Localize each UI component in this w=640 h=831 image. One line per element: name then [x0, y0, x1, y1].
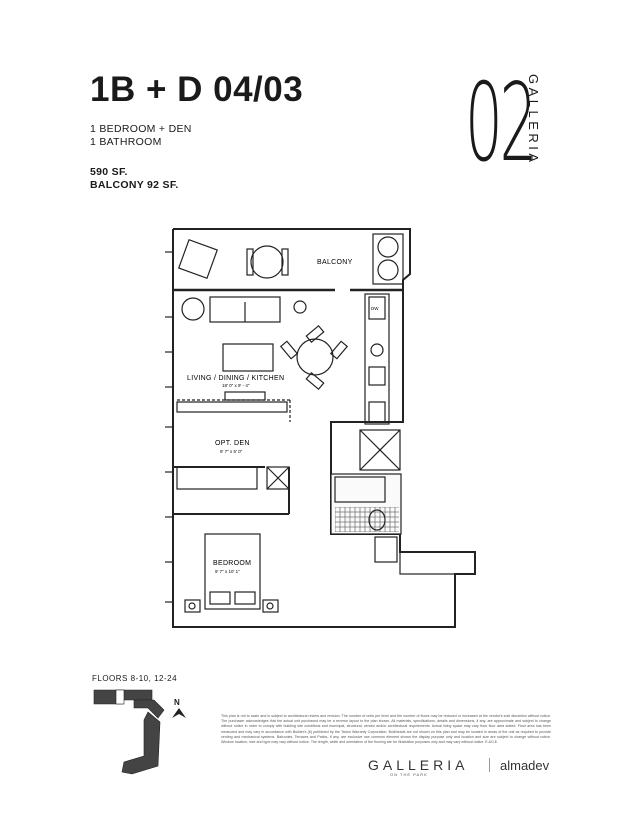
disclaimer-text: This plan is not to scale and is subject…: [221, 714, 551, 745]
room-dim-den: 9' 7" x 5' 0": [220, 449, 243, 454]
room-dim-living: 18' 0" x 9' - 4": [222, 383, 250, 388]
unit-bedrooms: 1 BEDROOM + DEN: [90, 123, 192, 135]
logo-developer: almadev: [500, 758, 550, 773]
unit-bathrooms: 1 BATHROOM: [90, 136, 162, 148]
north-arrow-icon: [172, 708, 186, 718]
room-label-den: OPT. DEN: [215, 440, 250, 447]
room-label-living: LIVING / DINING / KITCHEN: [187, 375, 284, 382]
brand-name-text: GALLERIA: [526, 74, 541, 166]
north-label: N: [174, 698, 180, 707]
floor-plan: BALCONY LIVING / DINING / KITCHEN 18' 0"…: [165, 228, 476, 628]
logo-galleria: GALLERIA: [368, 757, 469, 773]
unit-area: 590 SF.: [90, 166, 128, 178]
key-plan: [93, 689, 165, 775]
unit-title: 1B + D 04/03: [90, 70, 304, 109]
room-label-bedroom: BEDROOM: [213, 560, 251, 567]
brand-number: 02: [465, 61, 537, 186]
logo-galleria-sub: ON THE PARK: [390, 772, 428, 777]
floors-label: FLOORS 8-10, 12-24: [92, 674, 178, 683]
unit-balcony-area: BALCONY 92 SF.: [90, 179, 179, 191]
brand-name-vertical: GALLERIA: [526, 70, 548, 195]
appliance-label-dw: DW: [371, 306, 379, 311]
logo-divider: [489, 758, 490, 772]
room-dim-bedroom: 9' 7" x 10' 1": [215, 569, 240, 574]
room-label-balcony: BALCONY: [317, 259, 353, 266]
